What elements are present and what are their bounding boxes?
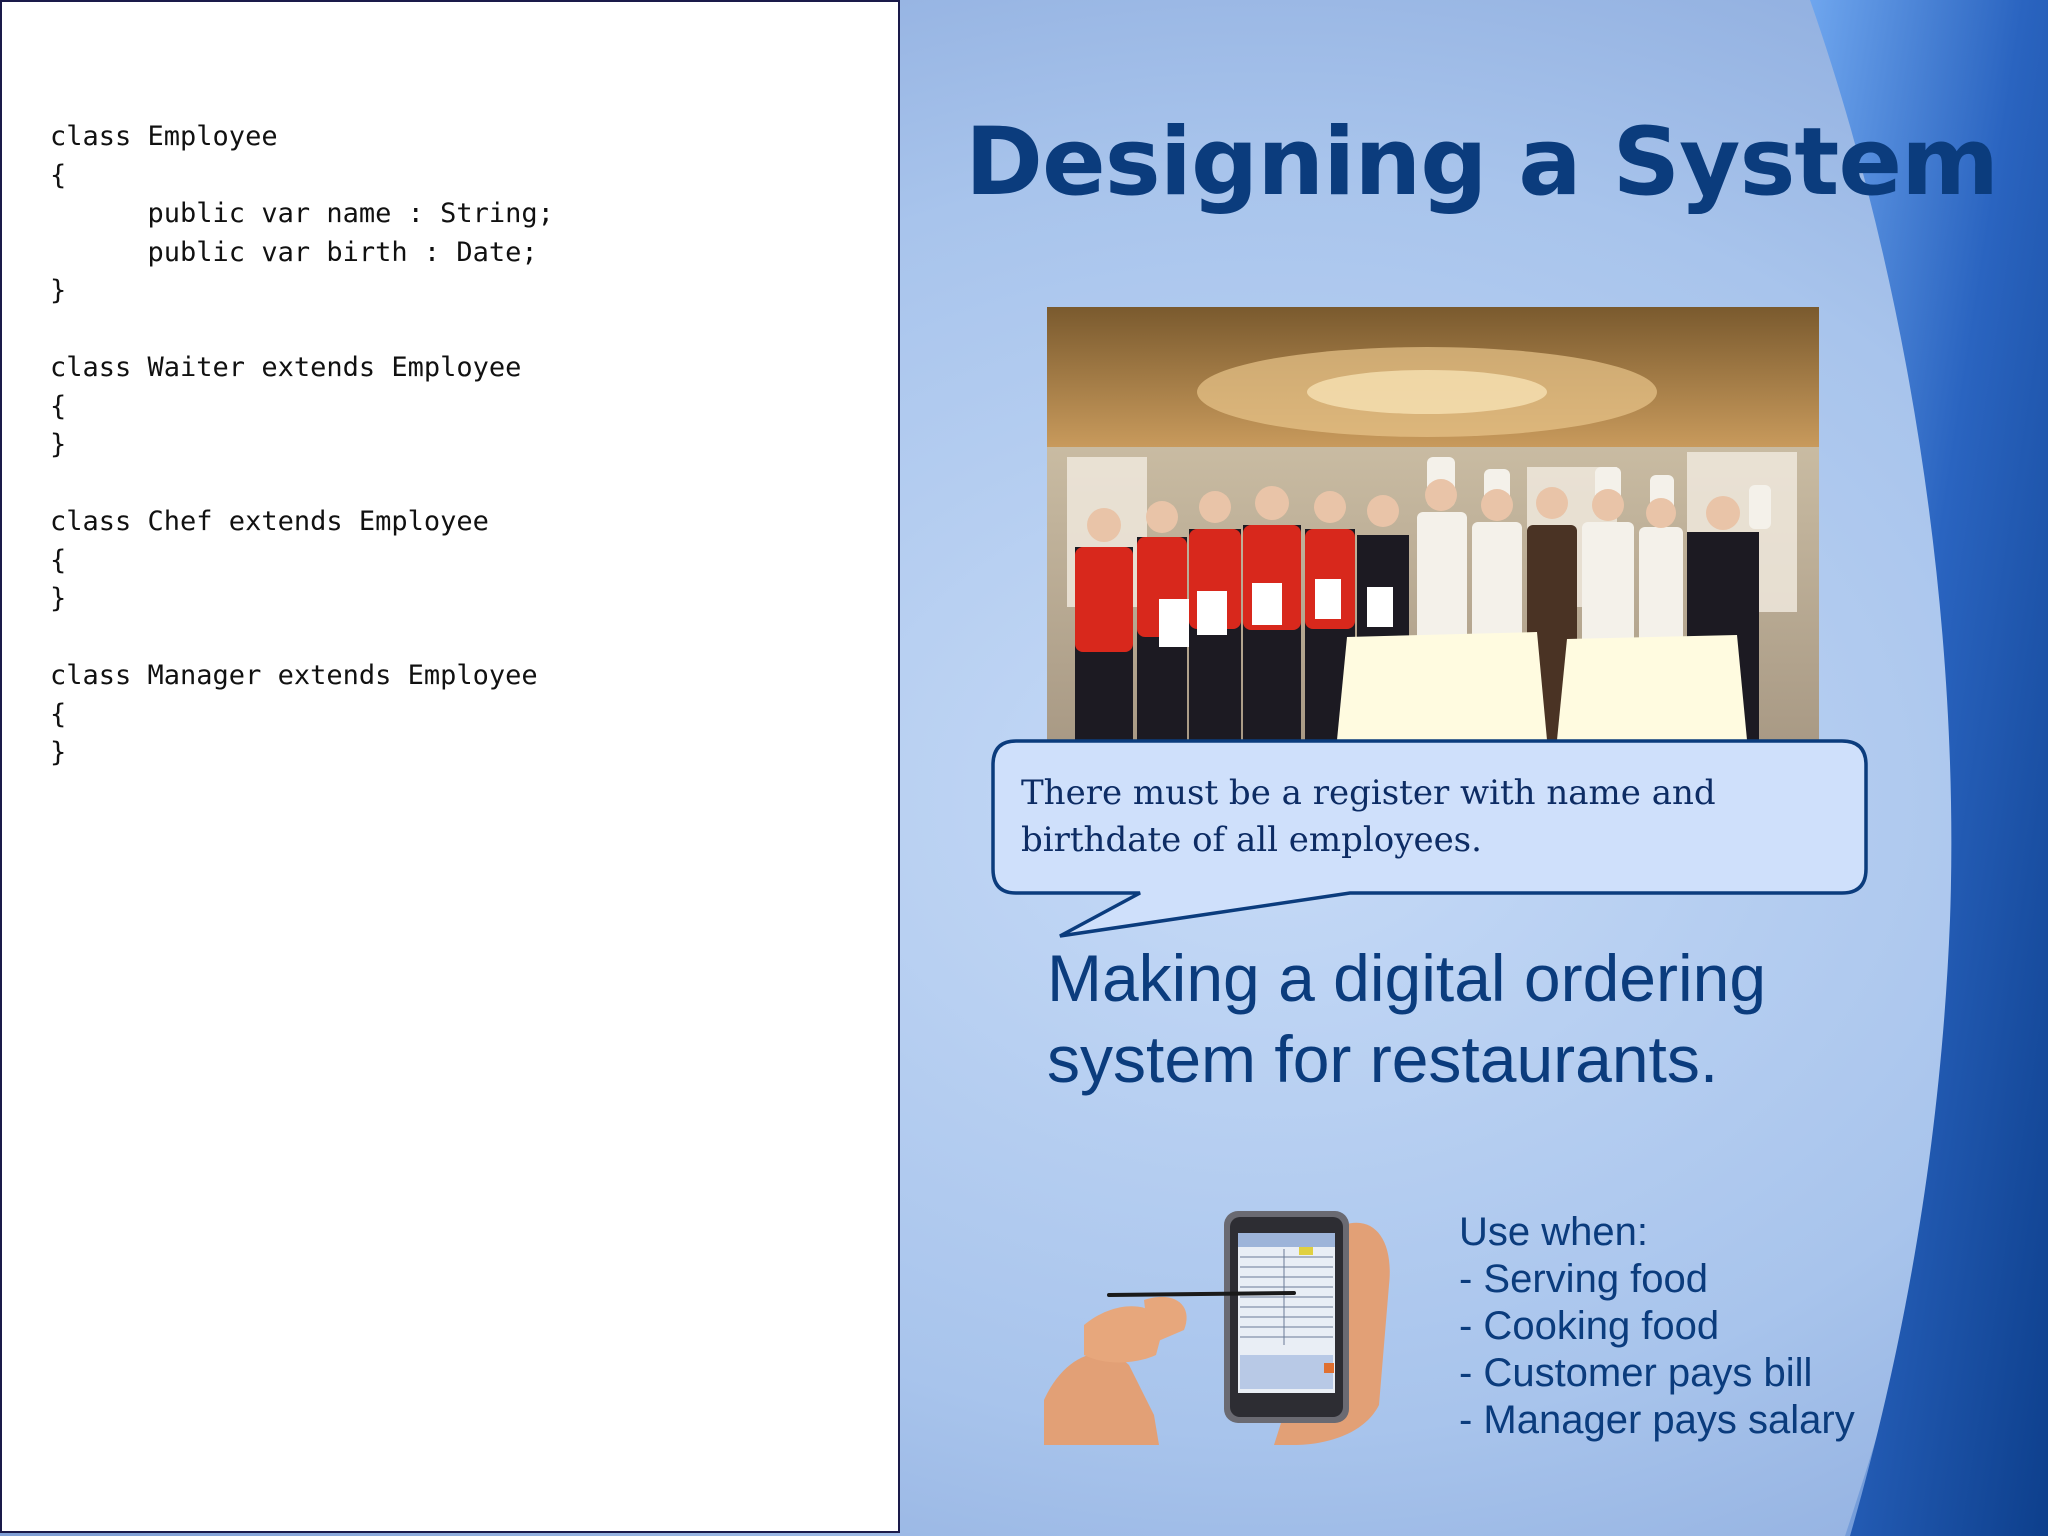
code-line: class Employee — [50, 121, 278, 152]
code-line: class Waiter extends Employee — [50, 352, 522, 383]
code-line: } — [50, 429, 67, 460]
code-line: class Chef extends Employee — [50, 506, 489, 537]
code-listing: class Employee { public var name : Strin… — [50, 118, 554, 773]
restaurant-staff-photo — [1047, 307, 1819, 740]
code-line: class Manager extends Employee — [50, 660, 538, 691]
speech-bubble — [991, 739, 1868, 938]
code-line: { — [50, 390, 67, 422]
code-line: { — [50, 159, 67, 191]
code-line: { — [50, 544, 67, 576]
code-line: public var birth : Date; — [50, 236, 538, 268]
slide-title: Designing a System — [965, 108, 1999, 217]
slide-subtitle: Making a digital ordering system for res… — [1047, 941, 1767, 1096]
use-when-item: - Customer pays bill — [1459, 1351, 1813, 1395]
code-line: } — [50, 737, 67, 768]
use-when-list: Use when: - Serving food - Cooking food … — [1459, 1209, 1855, 1444]
code-line: } — [50, 275, 67, 306]
use-when-item: - Manager pays salary — [1459, 1398, 1855, 1442]
code-line: } — [50, 583, 67, 614]
handheld-ordering-device-photo — [1044, 1211, 1390, 1445]
bubble-text: There must be a register with name and b… — [1021, 773, 1716, 860]
code-line: public var name : String; — [50, 198, 554, 229]
code-panel: class Employee { public var name : Strin… — [0, 0, 900, 1533]
code-line: { — [50, 698, 67, 730]
use-when-item: - Serving food — [1459, 1257, 1709, 1301]
use-when-item: - Cooking food — [1459, 1304, 1720, 1348]
use-when-heading: Use when: — [1459, 1210, 1648, 1254]
